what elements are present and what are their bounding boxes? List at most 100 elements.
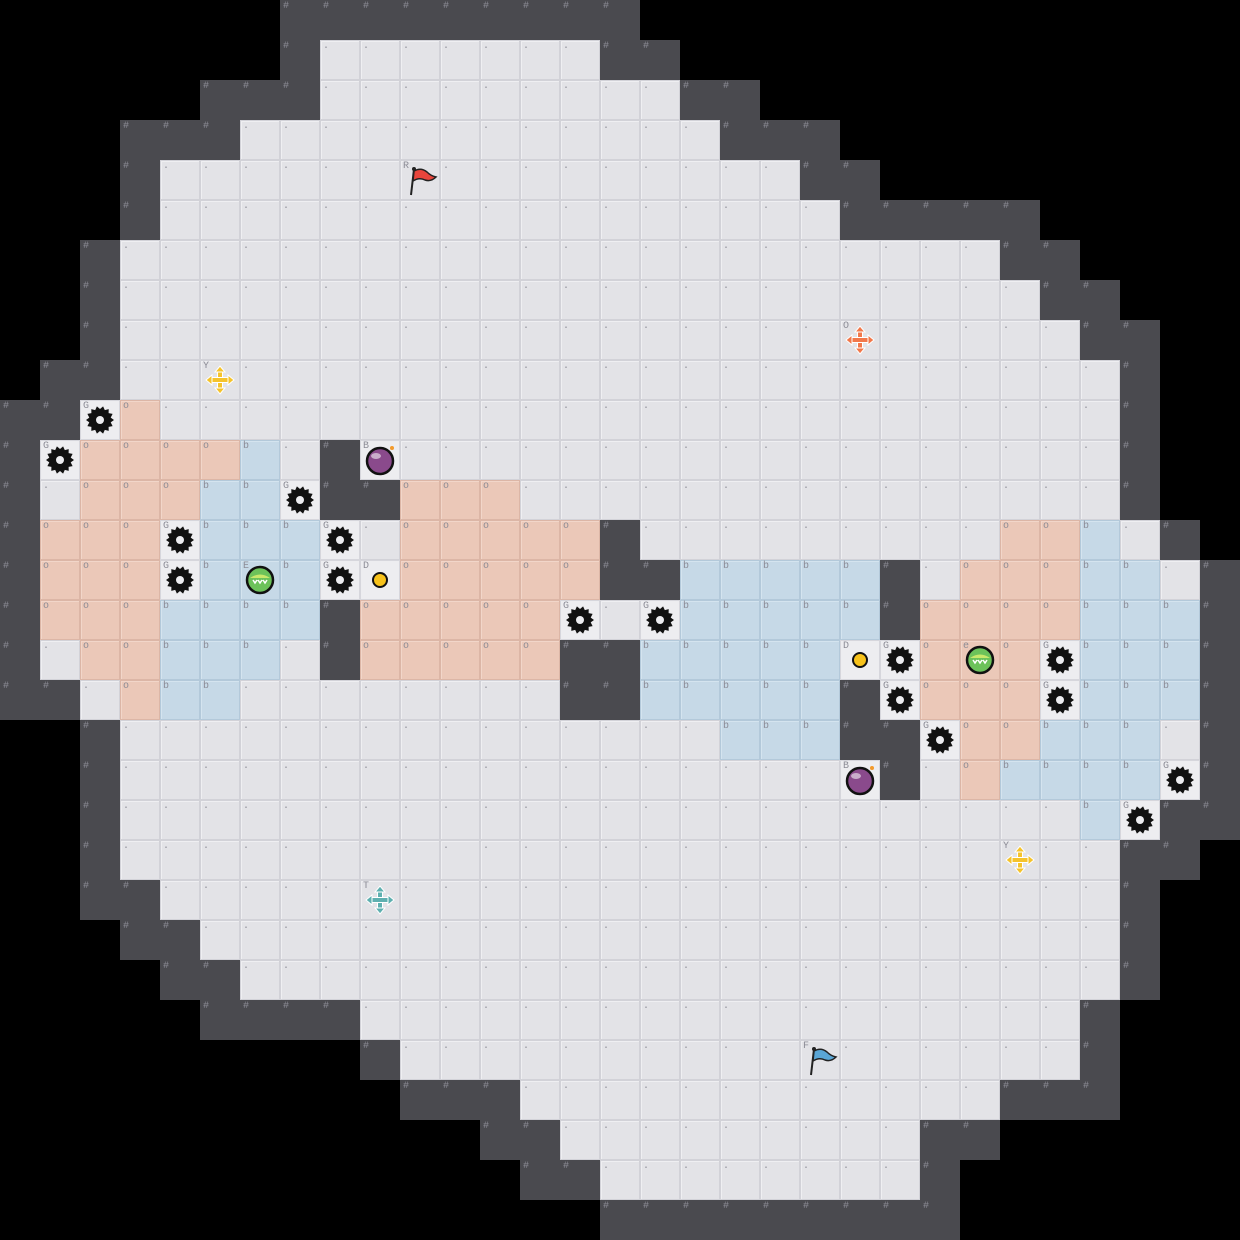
floor-tile [1040,480,1080,520]
floor-tile [760,440,800,480]
yellow-move-cross-tile [200,360,240,400]
blue-zone-tile [760,640,800,680]
blue-zone-tile [1080,640,1120,680]
floor-tile [720,760,760,800]
floor-tile [280,720,320,760]
floor-tile [400,200,440,240]
floor-tile [640,200,680,240]
coin-icon [372,572,388,588]
floor-tile [640,1160,680,1200]
wall-tile [720,120,760,160]
floor-tile [680,320,720,360]
floor-tile [920,240,960,280]
blue-zone-tile [680,640,720,680]
floor-tile [840,1000,880,1040]
wall-tile [720,80,760,120]
floor-tile [680,200,720,240]
wall-tile [240,1000,280,1040]
floor-tile [600,720,640,760]
orange-zone-tile [520,640,560,680]
floor-tile [320,800,360,840]
floor-tile [760,200,800,240]
floor-tile [360,280,400,320]
gear-icon [646,606,674,634]
floor-tile [560,120,600,160]
floor-tile [200,280,240,320]
floor-tile [520,40,560,80]
floor-tile [880,1080,920,1120]
gear-icon [566,606,594,634]
blue-zone-tile [1080,760,1120,800]
floor-tile [240,760,280,800]
floor-tile [480,720,520,760]
wall-tile [0,480,40,520]
floor-tile [240,120,280,160]
floor-tile [400,920,440,960]
wall-tile [1120,480,1160,520]
floor-tile [600,400,640,440]
wall-tile [0,640,40,680]
orange-zone-tile [80,640,120,680]
floor-tile [1040,400,1080,440]
floor-tile [1040,800,1080,840]
orange-zone-tile [120,600,160,640]
floor-tile [600,960,640,1000]
gear-hazard-tile [640,600,680,640]
floor-tile [480,360,520,400]
blue-zone-tile [720,640,760,680]
floor-tile [720,200,760,240]
floor-tile [280,400,320,440]
floor-tile [840,240,880,280]
floor-tile [120,320,160,360]
floor-tile [240,360,280,400]
wall-tile [0,400,40,440]
floor-tile [360,800,400,840]
floor-tile [640,240,680,280]
orange-zone-tile [40,560,80,600]
wall-tile [1200,800,1240,840]
blue-zone-tile [1080,560,1120,600]
floor-tile [1040,920,1080,960]
floor-tile [360,520,400,560]
gear-hazard-tile [80,400,120,440]
orange-zone-tile [960,720,1000,760]
floor-tile [680,520,720,560]
orange-zone-tile [400,520,440,560]
floor-tile [600,80,640,120]
floor-tile [240,320,280,360]
floor-tile [760,1120,800,1160]
floor-tile [720,160,760,200]
floor-tile [280,360,320,400]
floor-tile [800,320,840,360]
floor-tile [560,760,600,800]
floor-tile [600,880,640,920]
floor-tile [960,840,1000,880]
floor-tile [880,800,920,840]
floor-tile [960,440,1000,480]
orange-zone-tile [520,600,560,640]
gear-icon [326,566,354,594]
floor-tile [200,800,240,840]
floor-tile [400,120,440,160]
floor-tile [640,800,680,840]
floor-tile [920,520,960,560]
floor-tile [1040,320,1080,360]
floor-tile [520,1000,560,1040]
floor-tile [880,280,920,320]
wall-tile [1000,1080,1040,1120]
blue-zone-tile [1040,720,1080,760]
floor-tile [480,80,520,120]
gear-hazard-tile [320,560,360,600]
floor-tile [680,760,720,800]
blue-zone-tile [1120,720,1160,760]
orange-zone-tile [480,600,520,640]
floor-tile [960,800,1000,840]
orange-zone-tile [520,560,560,600]
floor-tile [560,880,600,920]
orange-zone-tile [120,520,160,560]
floor-tile [640,960,680,1000]
gear-hazard-tile [880,640,920,680]
orange-zone-tile [480,520,520,560]
floor-tile [400,840,440,880]
floor-tile [640,920,680,960]
